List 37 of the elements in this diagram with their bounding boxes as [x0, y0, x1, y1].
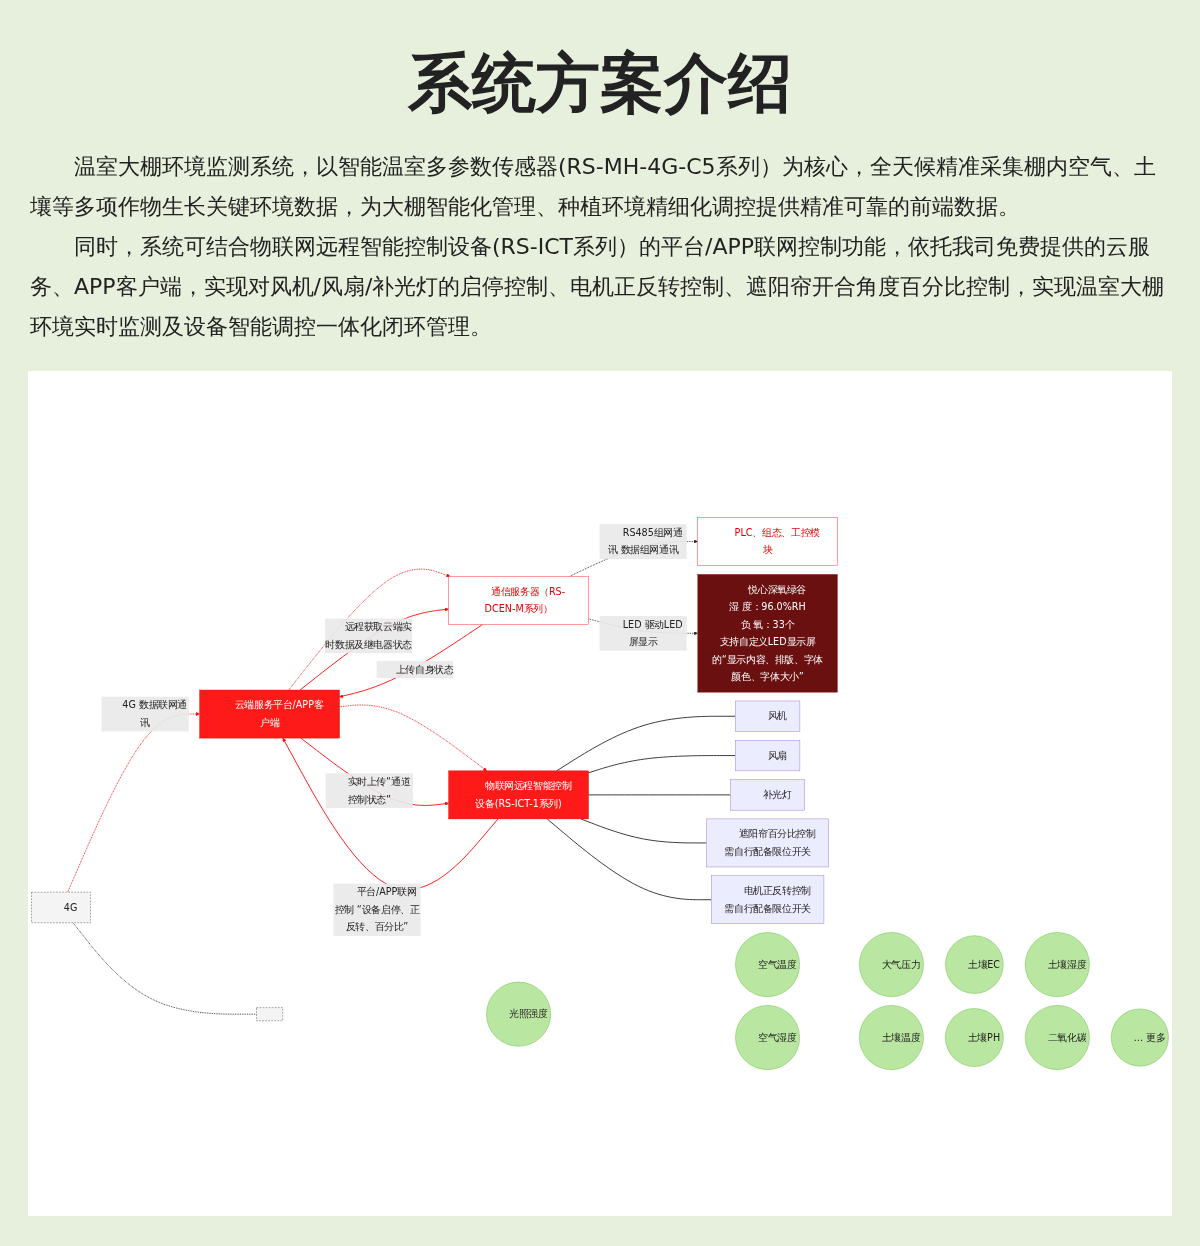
paragraph: 同时，系统可结合物联网远程智能控制设备(RS-ICT系列）的平台/APP联网控制功能，依托我司免费提供的云服务、APP客户端，实现对风机/风扇/补光灯的启停控制、电机正反转控制、遮阳帘开合角度百分比控制，实现温室大棚环境实时监测及设备智能调控一体化闭环管理。: [30, 233, 1166, 341]
node-box: 风扇: [735, 740, 801, 771]
paragraph: 温室大棚环境监测系统，以智能温室多参数传感器(RS-MH-4G-C5系列）为核心，全天候精准采集棚内空气、土壤等多项作物生长关键环境数据，为大棚智能化管理、种植环境精细化调控提供精准可靠的前端数据。: [30, 153, 1157, 221]
connector: [580, 818, 707, 844]
node-box: 通信服务器（RS-DCEN-M系列）: [448, 576, 589, 625]
connector: [588, 755, 736, 774]
node-box: 风机: [735, 700, 801, 732]
node-circle: 大气压力: [859, 932, 924, 997]
edge-label: 平台/APP联网控制 “设备启停、正反转、百分比”: [334, 886, 420, 933]
node-box: 遮阳帘百分比控制 需自行配备限位开关: [706, 818, 829, 868]
node-box: 4G: [31, 891, 91, 923]
connector: [556, 715, 736, 772]
node-circle: 二氧化碳: [1025, 1005, 1090, 1070]
edge-label: RS485组网通讯 数据组网通讯: [607, 527, 683, 556]
edge-label: 远程获取云端实时数据及继电器状态: [325, 621, 412, 650]
node-circle: 空气湿度: [735, 1005, 800, 1070]
node-circle: ... 更多: [1111, 1008, 1169, 1067]
edge-label: 上传自身状态: [395, 663, 454, 675]
node-circle: 光照强度: [486, 981, 551, 1047]
connector: [546, 818, 712, 901]
node-circle: 土壤PH: [945, 1008, 1004, 1067]
node-circle: 土壤EC: [945, 935, 1004, 994]
node-box: PLC、组态、工控模块: [697, 517, 838, 566]
edge-label: LED 驱动LED屏显示: [622, 618, 683, 648]
edge-label: 4G 数据联网通讯: [122, 699, 188, 728]
node-box: 云端服务平台/APP客户端: [199, 689, 340, 739]
title: 系统方案介绍: [408, 45, 792, 122]
node-box: [256, 1007, 283, 1021]
node-box: 电机正反转控制 需自行配备限位开关: [711, 875, 825, 924]
node-box: 物联网远程智能控制设备(RS-ICT-1系列): [448, 770, 589, 820]
connector: [72, 922, 257, 1015]
node-circle: 土壤湿度: [1025, 932, 1090, 997]
node-circle: 空气温度: [735, 932, 800, 997]
node-circle: 土壤温度: [859, 1005, 924, 1070]
node-box: 悦心深氧绿谷 湿 度：96.0%RH 负 氧：33个 支持自定义LED显示屏的“显示内容、排版、字体颜色、字体大小”: [697, 574, 838, 693]
edge-label: 实时上传“通道控制状态”: [347, 776, 411, 805]
node-box: 补光灯: [730, 779, 805, 811]
